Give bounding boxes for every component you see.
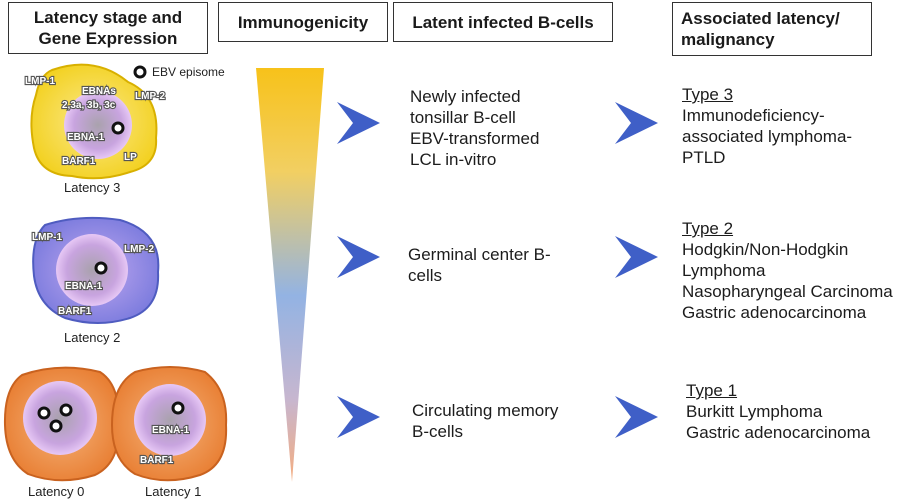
- row3-malignancy-line2: Gastric adenocarcinoma: [686, 423, 871, 442]
- row2-malignancy: Type 2 Hodgkin/Non-Hodgkin Lymphoma Naso…: [682, 218, 893, 323]
- row3-latent-cells: Circulating memory B-cells: [412, 400, 558, 442]
- cell-latency2-episome: [94, 261, 108, 275]
- row1-type-title: Type 3: [682, 85, 734, 104]
- cell-latency3: LMP-1 EBNAs 2,3a, 3b, 3c LMP-2 EBNA-1 BA…: [24, 63, 167, 180]
- cell-latency1-ebna1-label: EBNA-1: [152, 425, 190, 436]
- row1-cells-line4: LCL in-vitro: [410, 150, 497, 169]
- cell-latency0-episome-1: [37, 406, 51, 420]
- cell-latency3-nucleus: [64, 91, 132, 159]
- row3-malignancy-line1: Burkitt Lymphoma: [686, 402, 823, 421]
- row2-malignancy-line3: Nasopharyngeal Carcinoma: [682, 282, 893, 301]
- row2-type-title: Type 2: [682, 219, 734, 238]
- cell-latency3-lmp1-label: LMP-1: [25, 76, 55, 87]
- row1-malignancy-line2: associated lymphoma-: [682, 127, 853, 146]
- header-latent-cells-label: Latent infected B-cells: [412, 12, 594, 32]
- cell-latency3-lp-label: LP: [124, 152, 137, 163]
- header-associated: Associated latency/ malignancy: [672, 2, 872, 56]
- header-latency-stage: Latency stage and Gene Expression: [8, 2, 208, 54]
- cell-latency3-ebnas-sub-label: 2,3a, 3b, 3c: [62, 100, 116, 111]
- cell-latency3-barf1-label: BARF1: [62, 156, 96, 167]
- cell-latency2: LMP-1 LMP-2 EBNA-1 BARF1: [31, 216, 160, 324]
- header-associated-line2: malignancy: [681, 30, 775, 49]
- row1-malignancy-line3: PTLD: [682, 148, 726, 167]
- row2-cells-line1: Germinal center B-: [408, 245, 551, 264]
- cell-latency2-barf1-label: BARF1: [58, 306, 92, 317]
- header-latent-cells: Latent infected B-cells: [393, 2, 613, 42]
- cell-latency1-nucleus: [134, 384, 206, 456]
- episome-legend-icon: [133, 65, 147, 79]
- header-latency-stage-line1: Latency stage and: [33, 8, 183, 27]
- arrow-row3-malignancy: [615, 396, 658, 438]
- cell-latency1-barf1-label: BARF1: [140, 455, 174, 466]
- latency0-caption: Latency 0: [28, 484, 85, 499]
- immunogenicity-wedge: [256, 68, 324, 482]
- row2-cells-line2: cells: [408, 266, 443, 285]
- cell-latency3-episome: [111, 121, 125, 135]
- cell-latency0: [3, 366, 120, 482]
- cell-latency3-lmp2-label: LMP-2: [135, 91, 165, 102]
- row3-type-title: Type 1: [686, 381, 738, 400]
- latency1-caption: Latency 1: [145, 484, 202, 499]
- row1-malignancy-line1: Immunodeficiency-: [682, 106, 825, 125]
- cell-latency0-episome-3: [49, 419, 63, 433]
- cell-latency1: EBNA-1 BARF1: [110, 366, 228, 482]
- arrow-row2-malignancy: [615, 236, 658, 278]
- cell-latency1-episome: [171, 401, 185, 415]
- arrow-row1-cells: [337, 102, 380, 144]
- row2-latent-cells: Germinal center B- cells: [408, 244, 551, 286]
- cell-latency2-lmp1-label: LMP-1: [32, 232, 62, 243]
- episome-legend-label: EBV episome: [152, 65, 225, 79]
- row1-cells-line1: Newly infected: [410, 87, 521, 106]
- header-immunogenicity: Immunogenicity: [218, 2, 388, 42]
- row1-cells-line2: tonsillar B-cell: [410, 108, 516, 127]
- header-latency-stage-line2: Gene Expression: [38, 29, 178, 48]
- cell-latency0-episome-2: [59, 403, 73, 417]
- arrow-row2-cells: [337, 236, 380, 278]
- cell-latency2-ebna1-label: EBNA-1: [65, 281, 103, 292]
- latency3-caption: Latency 3: [64, 180, 121, 195]
- cell-latency0-nucleus: [23, 381, 97, 455]
- header-immunogenicity-label: Immunogenicity: [237, 12, 369, 32]
- row1-cells-line3: EBV-transformed: [410, 129, 540, 148]
- row3-malignancy: Type 1 Burkitt Lymphoma Gastric adenocar…: [686, 380, 870, 443]
- cell-latency3-ebna1-label: EBNA-1: [67, 132, 105, 143]
- row3-cells-line2: B-cells: [412, 422, 464, 441]
- latency2-caption: Latency 2: [64, 330, 121, 345]
- arrow-row3-cells: [337, 396, 380, 438]
- row3-cells-line1: Circulating memory: [412, 401, 559, 420]
- row2-malignancy-line4: Gastric adenocarcinoma: [682, 303, 867, 322]
- cell-latency3-ebnas-label: EBNAs: [82, 86, 116, 97]
- cell-latency2-nucleus: [56, 234, 128, 306]
- row1-malignancy: Type 3 Immunodeficiency- associated lymp…: [682, 84, 852, 168]
- arrow-row1-malignancy: [615, 102, 658, 144]
- cell-latency2-lmp2-label: LMP-2: [124, 244, 154, 255]
- row1-latent-cells: Newly infected tonsillar B-cell EBV-tran…: [410, 86, 539, 170]
- row2-malignancy-line2: Lymphoma: [682, 261, 766, 280]
- row2-malignancy-line1: Hodgkin/Non-Hodgkin: [682, 240, 849, 259]
- header-associated-line1: Associated latency/: [681, 9, 840, 28]
- episome-legend: EBV episome: [133, 65, 225, 79]
